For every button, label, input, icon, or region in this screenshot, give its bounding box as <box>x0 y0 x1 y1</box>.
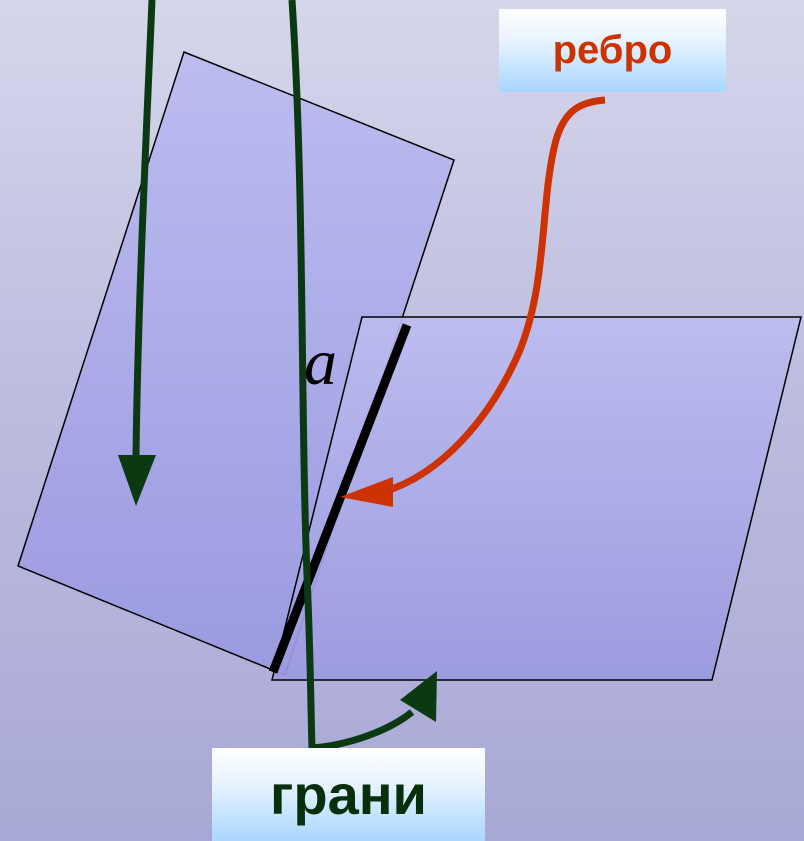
faces-arrow-left <box>132 0 156 456</box>
edge-arrow-head <box>340 477 393 507</box>
edge-label-box: ребро <box>499 9 726 92</box>
edge-label: ребро <box>552 28 673 72</box>
faces-arrow-left-head <box>118 455 156 506</box>
faces-label-box: грани <box>212 748 485 841</box>
faces-arrow-right-head <box>400 671 437 722</box>
edge-letter: a <box>304 326 337 399</box>
faces-label: грани <box>270 763 427 826</box>
edge-line <box>268 323 412 674</box>
faces-arrow-right <box>288 0 415 752</box>
right-face-plane <box>271 316 802 681</box>
edge-arrow <box>381 96 606 496</box>
